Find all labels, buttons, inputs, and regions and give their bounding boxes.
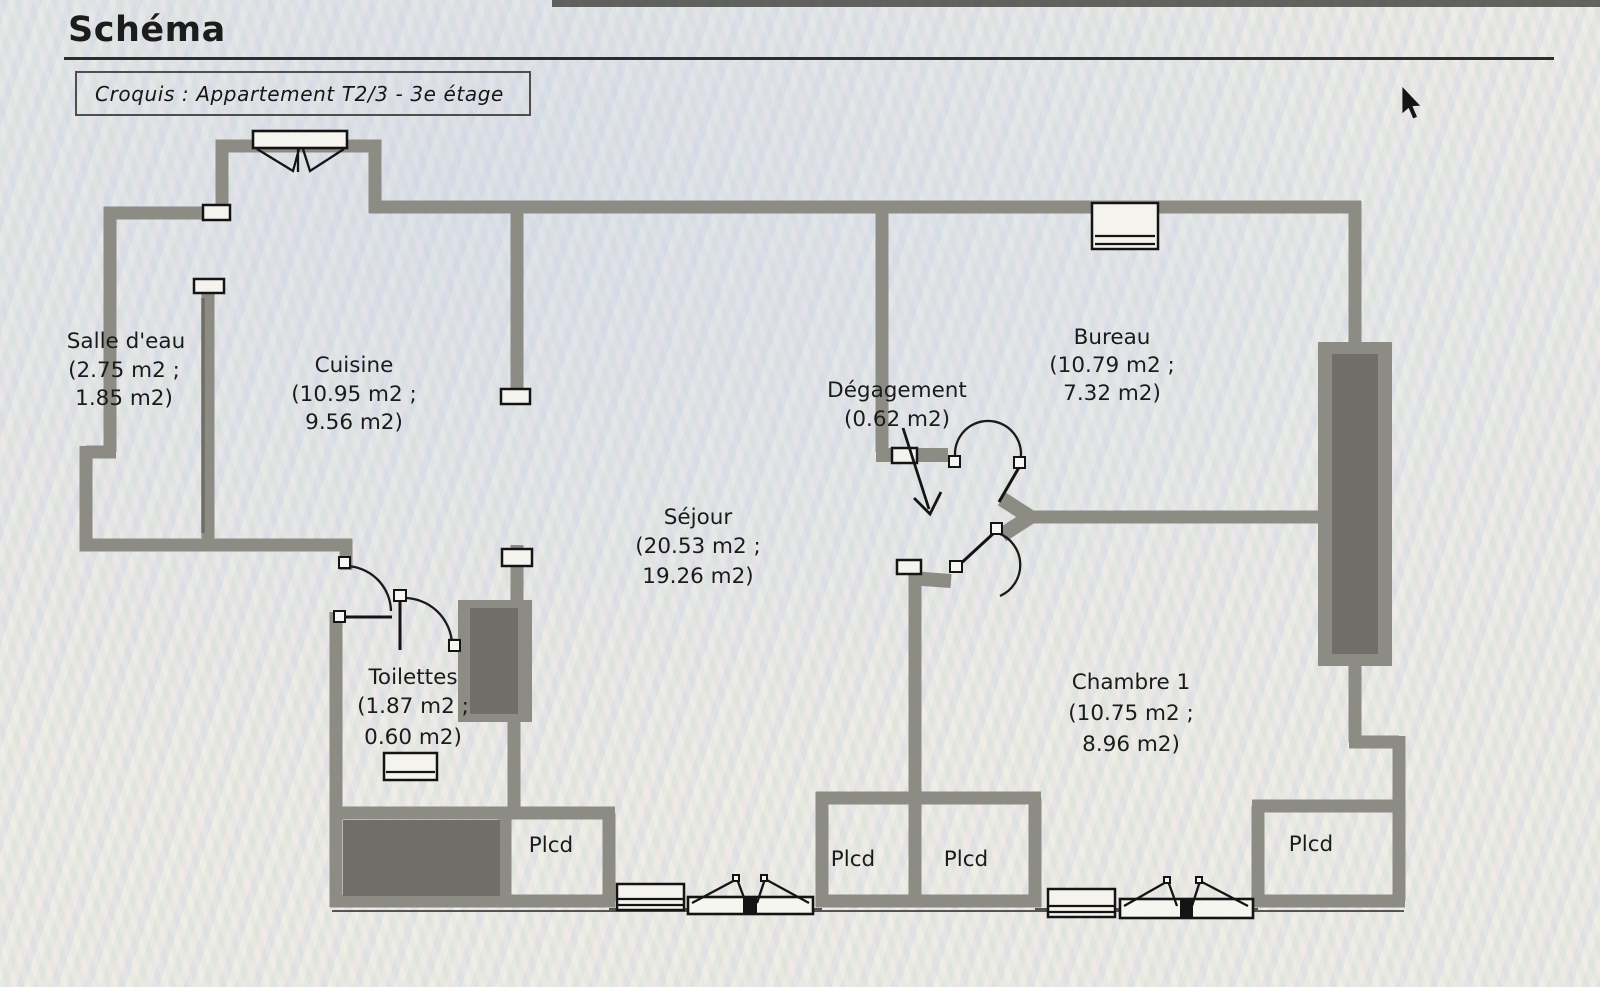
radiator-lines <box>1095 234 1155 246</box>
croquis-box: Croquis : Appartement T2/3 - 3e étage <box>75 71 531 116</box>
page-title: Schéma <box>68 10 226 50</box>
degagement-pointer-arrow <box>901 427 943 517</box>
wardrobe-dark-panel <box>1332 354 1378 654</box>
wall-fixture <box>895 558 923 576</box>
toilettes-fixture <box>382 751 439 782</box>
croquis-label: Croquis : Appartement T2/3 - 3e étage <box>95 81 504 106</box>
hinge-square <box>338 556 351 569</box>
closet-label-bottom-left: Plcd <box>529 833 573 858</box>
bureau-door-arc <box>953 419 1023 463</box>
cuisine-window <box>251 129 349 173</box>
mouse-cursor-icon <box>1401 84 1422 120</box>
casement-tip <box>1195 876 1203 884</box>
degagement-y-stub <box>997 492 1035 542</box>
room-label-toilettes: Toilettes (1.87 m2 ; 0.60 m2) <box>357 665 469 750</box>
chambre-door-leaf <box>955 530 997 569</box>
screen-top-edge <box>552 0 1600 7</box>
window-frame <box>251 129 349 150</box>
hinge-square <box>948 455 961 468</box>
door-stop <box>499 387 532 406</box>
chambre-radiator <box>1046 887 1117 919</box>
room-name: Salle d'eau <box>67 329 185 354</box>
room-label-cuisine: Cuisine (10.95 m2 ; 9.56 m2) <box>291 353 416 435</box>
room-area: 0.60 m2) <box>364 725 462 750</box>
casement-tip <box>732 874 740 882</box>
closet-label-middle-right: Plcd <box>944 847 988 872</box>
room-labels: Salle d'eau (2.75 m2 ; 1.85 m2) Cuisine … <box>67 325 1194 757</box>
room-label-salle-deau: Salle d'eau (2.75 m2 ; 1.85 m2) <box>67 329 185 411</box>
room-name: Dégagement <box>827 378 967 403</box>
door-hinges <box>333 455 1026 652</box>
room-area: 7.32 m2) <box>1063 381 1161 406</box>
exterior-interior-walls <box>79 139 1406 908</box>
wall-fixture <box>201 203 232 222</box>
closet-label-bottom-right: Plcd <box>1289 832 1333 857</box>
toilettes-door-arc <box>402 596 454 645</box>
toilettes-wall-dark-panel <box>470 608 518 714</box>
hinge-square <box>990 522 1003 535</box>
radiator-lines <box>618 897 683 907</box>
room-area: 9.56 m2) <box>305 410 403 435</box>
windows <box>251 129 1255 920</box>
room-area: (20.53 m2 ; <box>635 534 760 559</box>
closet-labels: Plcd Plcd Plcd Plcd <box>529 832 1333 872</box>
chambre-door-arc <box>997 531 1022 598</box>
room-label-degagement: Dégagement (0.62 m2) <box>827 378 967 432</box>
doors <box>333 419 1026 652</box>
salle-deau-door-arc <box>344 564 393 612</box>
room-label-chambre-1: Chambre 1 (10.75 m2 ; 8.96 m2) <box>1068 670 1193 757</box>
room-area: (1.87 m2 ; <box>357 694 469 719</box>
room-area: (10.75 m2 ; <box>1068 701 1193 726</box>
sejour-radiator <box>615 882 686 912</box>
hinge-square <box>949 560 963 573</box>
window-center-mullion <box>1180 899 1193 918</box>
room-area: (0.62 m2) <box>844 407 950 432</box>
bureau-radiator <box>1090 201 1160 251</box>
room-area: (10.79 m2 ; <box>1049 353 1174 378</box>
radiator-lines <box>1049 904 1114 914</box>
window-casement-lines <box>256 148 345 173</box>
hinge-square <box>333 610 346 623</box>
title-underline <box>64 57 1554 60</box>
radiator-body <box>1090 201 1160 251</box>
room-name: Toilettes <box>367 665 457 690</box>
room-area: 8.96 m2) <box>1082 732 1180 757</box>
room-area: 19.26 m2) <box>642 564 753 589</box>
room-name: Bureau <box>1074 325 1151 350</box>
hinge-square <box>448 639 461 652</box>
bureau-door-leaf <box>997 463 1023 503</box>
fixture-body <box>382 751 439 782</box>
wall-fixture <box>500 547 534 568</box>
room-name: Séjour <box>664 505 733 530</box>
casement-tip <box>760 874 768 882</box>
closet-label-middle-left: Plcd <box>831 847 875 872</box>
room-name: Cuisine <box>315 353 394 378</box>
wall-fixture <box>192 277 226 295</box>
room-area: (2.75 m2 ; <box>68 358 180 383</box>
room-area: (10.95 m2 ; <box>291 382 416 407</box>
room-label-sejour: Séjour (20.53 m2 ; 19.26 m2) <box>635 505 760 589</box>
room-name: Chambre 1 <box>1072 670 1191 695</box>
hinge-square <box>1013 456 1026 469</box>
room-area: 1.85 m2) <box>75 386 173 411</box>
sejour-window <box>686 874 815 916</box>
fixtures <box>192 201 1160 919</box>
casement-tip <box>1163 876 1171 884</box>
shower-closet-block <box>343 820 500 896</box>
room-label-bureau: Bureau (10.79 m2 ; 7.32 m2) <box>1049 325 1174 406</box>
hinge-square <box>393 589 407 602</box>
walls <box>79 139 1406 912</box>
chambre-window <box>1118 876 1255 920</box>
